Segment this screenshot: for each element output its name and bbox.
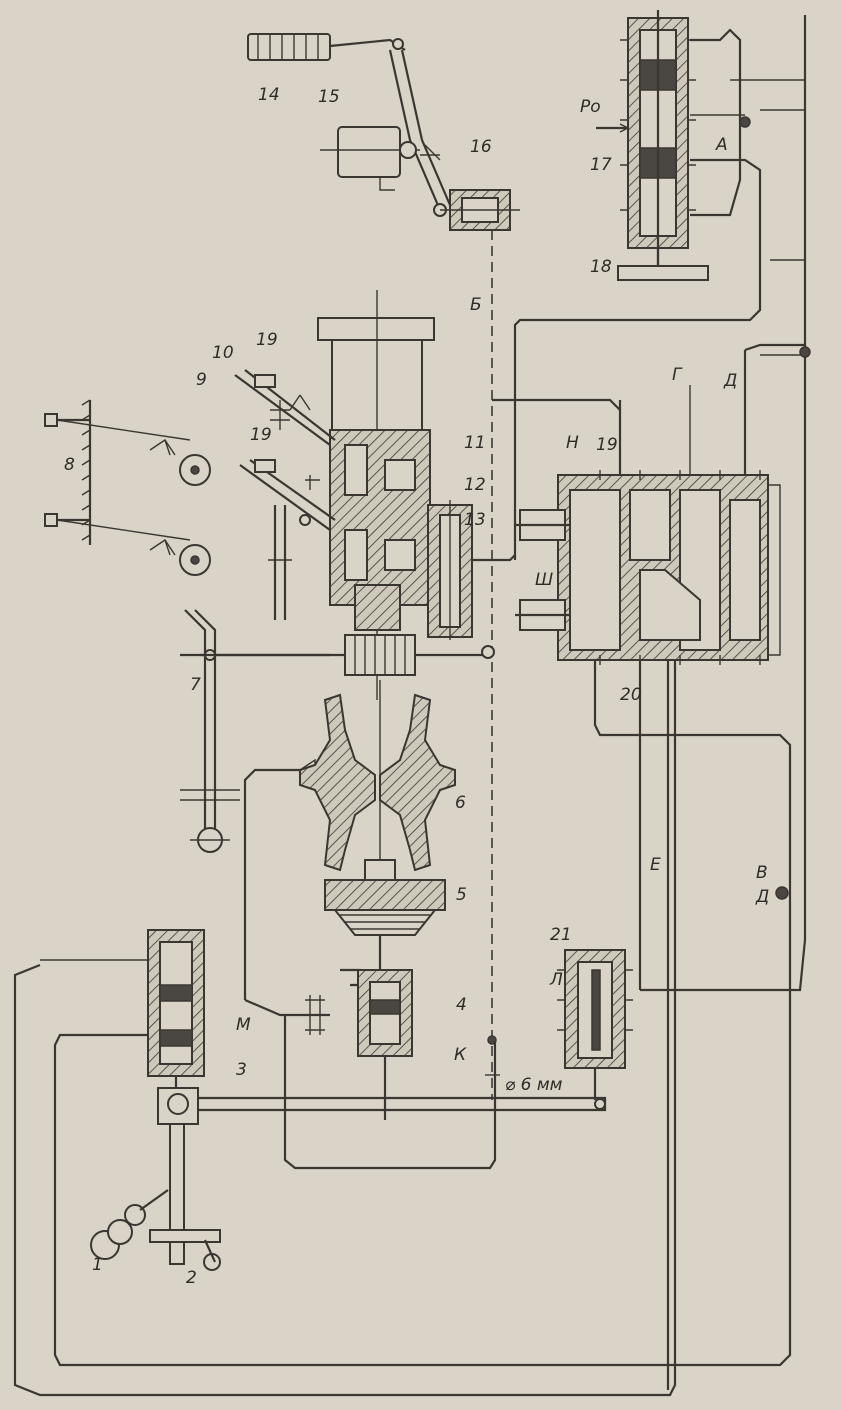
label-4: 4: [456, 995, 467, 1015]
control-rod-line: [485, 230, 500, 1100]
label-6: 6: [455, 793, 466, 813]
label-13: 13: [464, 510, 486, 530]
label-g: Г: [672, 365, 683, 385]
label-19-top: 19: [256, 330, 278, 350]
label-a: А: [715, 135, 728, 155]
disc-assembly-5: [324, 859, 446, 970]
label-21: 21: [550, 925, 572, 945]
callout-labels: 1 2 3 М 4 К 5 6 7 8 9 10 11 12 13 14 15 …: [64, 85, 769, 1288]
bellows-coupling: [180, 634, 495, 676]
label-d-top: Д: [723, 371, 737, 391]
label-b: Б: [470, 295, 482, 315]
label-17: 17: [590, 155, 612, 175]
label-16: 16: [470, 137, 492, 157]
side-cylinder-13: [427, 500, 516, 640]
cylinder-3: [147, 929, 205, 1100]
valve-4: [357, 969, 413, 1120]
label-8: 8: [64, 455, 75, 475]
outer-x-marked-line: [13, 600, 677, 1397]
bottom-loop-line: [283, 1015, 497, 1170]
governor-lever-7: [180, 609, 330, 853]
label-l: Л: [549, 970, 563, 990]
lever-linkage-9-10: [234, 369, 336, 620]
cylinder-21: [557, 949, 633, 1100]
bearing-supports-8: [44, 399, 211, 576]
label-e: Е: [650, 855, 661, 875]
label-3: 3: [236, 1060, 247, 1080]
fitting-18: [617, 248, 709, 281]
label-1: 1: [92, 1255, 103, 1275]
branch-lines: [492, 343, 811, 990]
label-19-block: 19: [596, 435, 618, 455]
valve-16: [440, 189, 520, 231]
label-9: 9: [196, 370, 207, 390]
label-v: В: [756, 863, 768, 883]
label-20: 20: [620, 685, 642, 705]
label-k: К: [454, 1045, 467, 1065]
label-11: 11: [464, 433, 486, 453]
label-7: 7: [190, 675, 201, 695]
lever-arm: [388, 49, 452, 217]
label-n: Н: [566, 433, 579, 453]
label-sh: Ш: [535, 570, 553, 590]
label-po: Pо: [580, 97, 601, 117]
label-2: 2: [186, 1268, 197, 1288]
inner-return-line: [53, 660, 792, 1367]
label-m: М: [236, 1015, 251, 1035]
pedal-assembly-1-2: [90, 1123, 221, 1271]
main-valve-block: [515, 470, 781, 665]
label-10: 10: [212, 343, 234, 363]
cylinder-17: [596, 10, 751, 270]
label-12: 12: [464, 475, 486, 495]
label-5: 5: [456, 885, 467, 905]
horizontal-lever: [157, 1087, 607, 1125]
label-diameter: ⌀ 6 мм: [505, 1075, 563, 1095]
right-dashed-supply-line: [640, 15, 807, 992]
turbine-wheel-6: [299, 680, 456, 900]
spring-damper-14: [247, 33, 406, 61]
block-15: [320, 126, 420, 191]
label-15: 15: [318, 87, 340, 107]
piston-assembly: [329, 429, 431, 631]
line-to-unit-17: [513, 28, 762, 560]
label-d-bottom: Д: [755, 887, 769, 907]
label-14: 14: [258, 85, 280, 105]
label-18: 18: [590, 257, 612, 277]
label-19-mid: 19: [250, 425, 272, 445]
